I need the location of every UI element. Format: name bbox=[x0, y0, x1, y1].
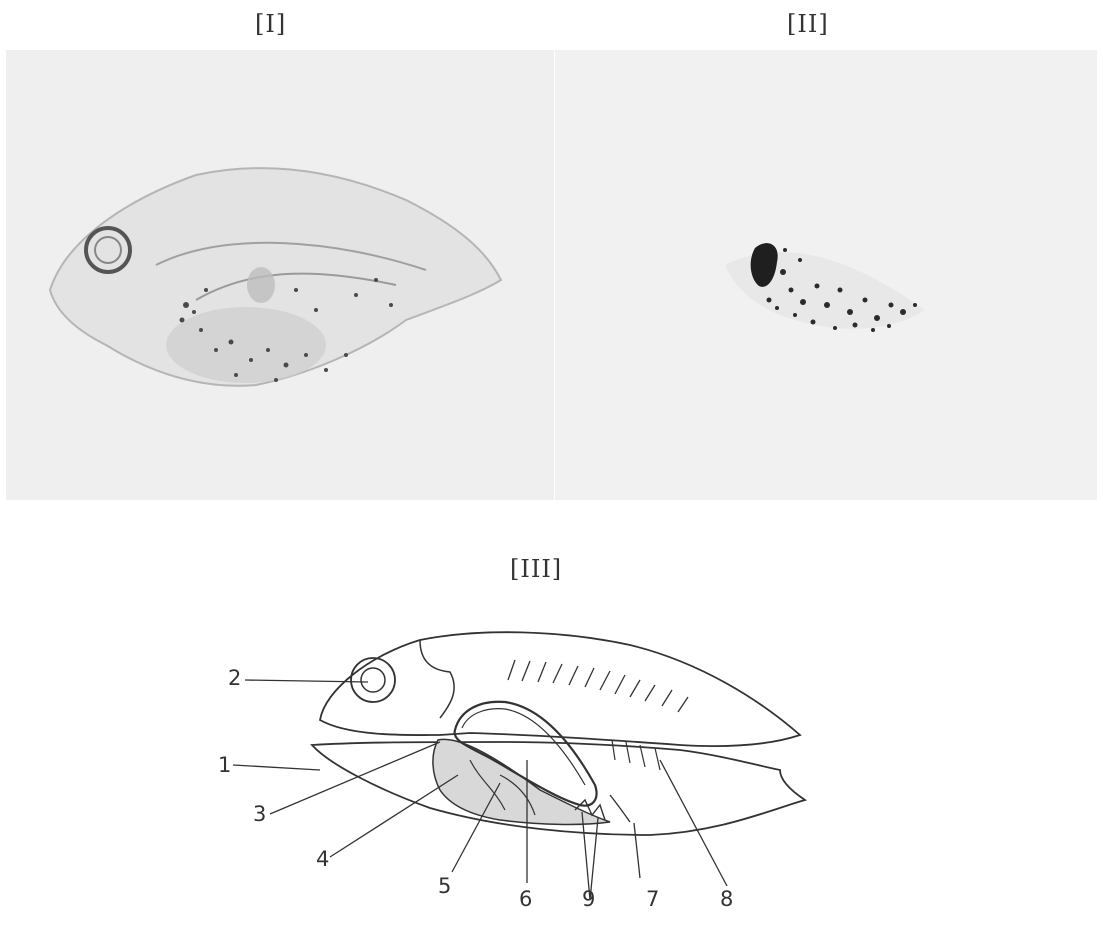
callout-3: 3 bbox=[253, 802, 266, 826]
callout-9: 9 bbox=[582, 887, 595, 911]
callout-2: 2 bbox=[228, 666, 241, 690]
photo-panel-ii bbox=[555, 50, 1097, 500]
panel-label-i: [I] bbox=[255, 10, 286, 38]
eye-outer bbox=[351, 658, 395, 702]
callout-8: 8 bbox=[720, 887, 733, 911]
panel-label-ii: [II] bbox=[787, 10, 829, 38]
callout-7: 7 bbox=[646, 887, 659, 911]
callout-4: 4 bbox=[316, 847, 329, 871]
callout-6: 6 bbox=[519, 887, 532, 911]
callout-5: 5 bbox=[438, 874, 451, 898]
myotome-lines bbox=[508, 660, 688, 712]
panel-label-iii: [III] bbox=[510, 555, 562, 583]
larva-photo-ii bbox=[555, 50, 1097, 500]
larva-diagram-iii: 1 2 3 4 5 6 9 7 8 bbox=[0, 600, 1103, 943]
photo-panel-i bbox=[6, 50, 554, 500]
dorsal-outline bbox=[320, 632, 800, 746]
larva-photo-i bbox=[6, 50, 554, 500]
eye-inner bbox=[361, 668, 385, 692]
callout-1: 1 bbox=[218, 753, 231, 777]
